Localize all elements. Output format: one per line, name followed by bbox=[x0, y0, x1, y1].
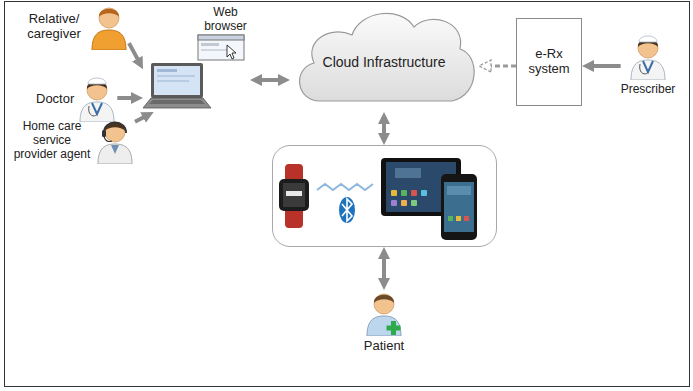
arrow-connector bbox=[117, 96, 135, 100]
browser-window bbox=[198, 35, 244, 60]
node-label: Cloud Infrastructure bbox=[290, 54, 478, 70]
laptop-base bbox=[143, 98, 211, 108]
actor-node: Home care service provider agent bbox=[12, 118, 135, 164]
wireless-waves bbox=[317, 184, 373, 190]
system-box: e-Rx system bbox=[516, 18, 582, 106]
actor-node: Relative/ caregiver bbox=[22, 4, 129, 50]
node-label: Web browser bbox=[201, 6, 250, 34]
actor-node: Prescriber bbox=[621, 34, 676, 97]
node-label: Prescriber bbox=[621, 83, 676, 97]
actor-node: Doctor bbox=[36, 76, 117, 122]
person-icon bbox=[89, 4, 129, 50]
dashed-arrow bbox=[487, 65, 516, 68]
person-icon bbox=[77, 76, 117, 122]
arrow-connector bbox=[382, 120, 386, 137]
web-browser-node: Web browser bbox=[143, 5, 250, 112]
smartwatch bbox=[279, 164, 309, 228]
person-icon bbox=[364, 290, 404, 336]
arrow-connector bbox=[382, 255, 386, 282]
laptop-screen bbox=[151, 63, 203, 98]
arrow-connector bbox=[135, 116, 147, 122]
node-label: e-Rx system bbox=[521, 47, 577, 77]
person-icon bbox=[628, 34, 668, 80]
node-label: Relative/ caregiver bbox=[22, 12, 86, 42]
arrow-connector bbox=[129, 43, 139, 62]
cloud-node: Cloud Infrastructure bbox=[290, 3, 478, 112]
device-group-box bbox=[272, 145, 497, 247]
devices-illustration bbox=[273, 146, 498, 248]
node-label: Patient bbox=[364, 339, 404, 354]
arrow-connector bbox=[258, 78, 282, 82]
frame-border bbox=[5, 2, 690, 387]
node-label: Doctor bbox=[36, 92, 74, 107]
smartphone bbox=[441, 174, 477, 240]
node-label: Home care service provider agent bbox=[12, 120, 92, 161]
person-icon bbox=[95, 118, 135, 164]
actor-node: Patient bbox=[364, 290, 404, 354]
bluetooth-symbol bbox=[339, 197, 355, 223]
arrow-connector bbox=[590, 64, 621, 68]
